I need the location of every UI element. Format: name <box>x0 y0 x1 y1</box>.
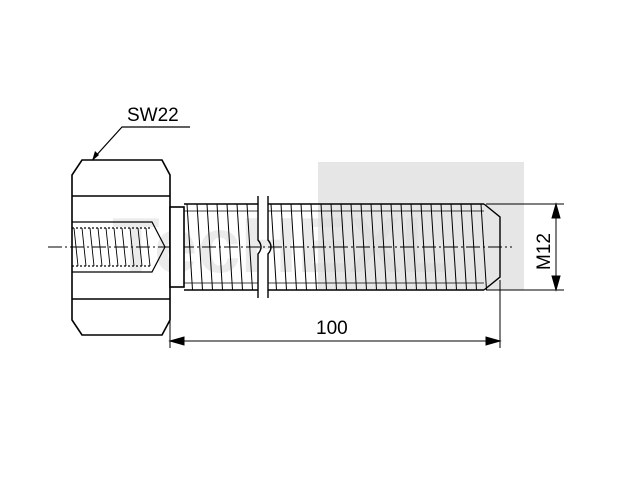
thread-line <box>300 203 307 291</box>
thread-line <box>186 203 193 291</box>
thread-line <box>470 203 477 291</box>
thread-line <box>196 203 203 291</box>
shank-segment-1 <box>184 203 258 291</box>
thread-label: M12 <box>534 233 555 270</box>
thread-line <box>390 203 397 291</box>
thread-pattern-2 <box>270 203 487 291</box>
thread-arrow-bottom <box>551 275 561 292</box>
thread-line <box>290 203 297 291</box>
thread-line <box>360 203 367 291</box>
length-arrow-right <box>485 336 502 346</box>
length-dimension <box>168 280 502 348</box>
hex-head <box>71 159 171 336</box>
length-label: 100 <box>316 318 348 339</box>
thread-line <box>460 203 467 291</box>
thread-line <box>420 203 427 291</box>
internal-thread-hatch <box>73 227 151 267</box>
break-line-right <box>267 196 272 298</box>
thread-line <box>440 203 447 291</box>
length-arrow-left <box>168 336 185 346</box>
thread-line <box>216 203 223 291</box>
thread-line <box>226 203 233 291</box>
wrench-size-leader-arrow <box>92 151 99 161</box>
thread-line <box>340 203 347 291</box>
thread-line <box>480 203 487 291</box>
thread-line <box>206 203 213 291</box>
thread-arrow-top <box>551 202 561 219</box>
bolt-tip-chamfer <box>483 203 501 291</box>
thread-line <box>450 203 457 291</box>
thread-line <box>410 203 417 291</box>
internal-thread <box>72 221 166 273</box>
internal-thread-outline <box>72 221 166 273</box>
internal-thread-pattern <box>73 227 151 267</box>
thread-line <box>330 203 337 291</box>
thread-line <box>350 203 357 291</box>
watermark: TecHEXL <box>112 162 524 290</box>
thread-pattern-1 <box>186 203 253 291</box>
wrench-size-label: SW22 <box>127 105 179 126</box>
thread-line <box>236 203 243 291</box>
thread-line <box>400 203 407 291</box>
wrench-size-leader <box>92 126 190 160</box>
bolt-collar <box>169 206 185 288</box>
thread-line <box>430 203 437 291</box>
watermark-text: TecHEXL <box>112 201 449 289</box>
shank-segment-2 <box>268 203 501 291</box>
thread-line <box>270 203 277 291</box>
break-lines <box>257 196 272 298</box>
wrench-size-callout: SW22 <box>92 105 190 161</box>
thread-line <box>370 203 377 291</box>
thread-line <box>280 203 287 291</box>
break-line-left <box>257 196 262 298</box>
hex-head-outline <box>71 159 171 336</box>
thread-line <box>320 203 327 291</box>
thread-line <box>246 203 253 291</box>
thread-line <box>310 203 317 291</box>
thread-dimension <box>486 202 564 292</box>
thread-line <box>380 203 387 291</box>
